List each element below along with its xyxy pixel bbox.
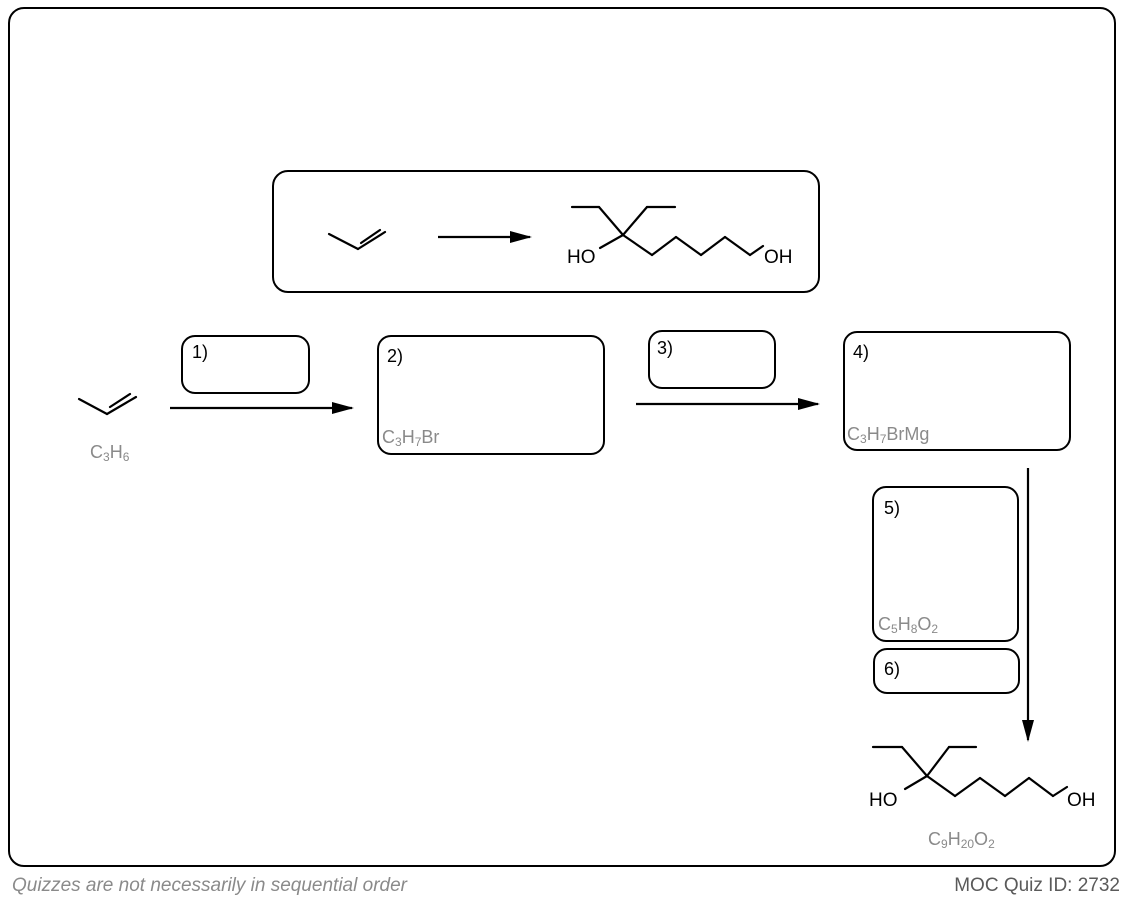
final-product-oh-label: OH [1067, 790, 1096, 811]
step-4-formula: C3H7BrMg [847, 424, 930, 446]
starting-material-formula: C3H6 [90, 442, 130, 464]
step-2-formula: C3H7Br [382, 427, 440, 449]
quiz-id: MOC Quiz ID: 2732 [954, 875, 1120, 896]
step-5-answer-box[interactable] [872, 486, 1019, 642]
step-1-answer-box[interactable] [181, 335, 310, 394]
starting-propene-icon [77, 392, 138, 416]
step-6-label: 6) [884, 659, 901, 679]
overview-product-oh-label: OH [764, 247, 793, 268]
quiz-frame [8, 7, 1116, 867]
step-2-label: 2) [387, 346, 404, 366]
overview-box [272, 170, 820, 293]
final-product-icon [871, 745, 1069, 798]
step-3-label: 3) [657, 338, 674, 358]
step-5-formula: C5H8O2 [878, 614, 939, 636]
step-4-label: 4) [853, 342, 870, 362]
overview-propene-icon [327, 228, 387, 251]
final-product-formula: C9H20O2 [928, 829, 995, 851]
step-1-label: 1) [192, 342, 209, 362]
quiz-footer-note: Quizzes are not necessarily in sequentia… [12, 875, 407, 896]
step-3-answer-box[interactable] [648, 330, 776, 389]
step-4-answer-box[interactable] [843, 331, 1071, 451]
overview-product-ho-label: HO [567, 247, 596, 268]
step-2-answer-box[interactable] [377, 335, 605, 455]
overview-product-icon [570, 205, 765, 257]
step-5-label: 5) [884, 498, 901, 518]
final-product-ho-label: HO [869, 790, 898, 811]
step-6-answer-box[interactable] [873, 648, 1020, 694]
